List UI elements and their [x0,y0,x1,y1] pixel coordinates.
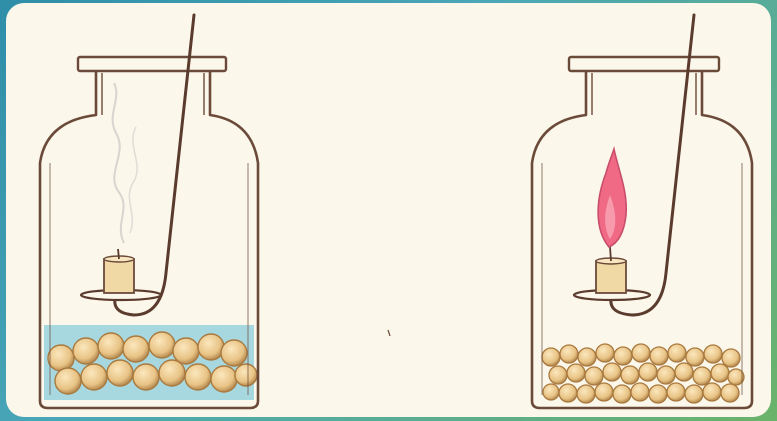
left-jar-lid [78,57,226,71]
speck [388,330,390,336]
left-smoke [113,83,124,243]
illustration-panel [6,3,771,417]
jars-illustration [6,3,771,417]
left-jar [40,15,258,408]
right-wick [610,247,611,261]
right-pebbles [542,344,744,403]
right-jar-lid [569,57,719,71]
right-candle [596,261,626,293]
right-jar [532,15,752,408]
left-wick [118,249,119,259]
left-candle [104,259,134,293]
